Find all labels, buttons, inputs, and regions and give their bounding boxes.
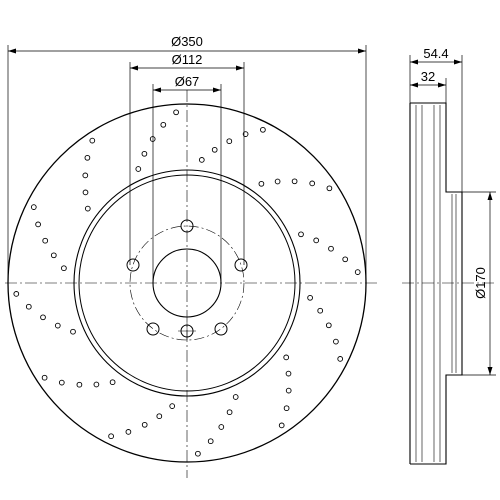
- side-dimensions: [409, 55, 496, 376]
- drill-hole: [328, 245, 334, 252]
- front-dimensions: [7, 45, 367, 283]
- bolt-hole: [126, 258, 140, 272]
- dim-67-arrow-left: [153, 87, 161, 93]
- dim-544-arrow-right: [454, 59, 462, 65]
- drill-hole: [342, 256, 349, 263]
- drill-hole: [325, 322, 332, 329]
- drill-hole: [285, 387, 292, 394]
- drill-hole: [198, 157, 205, 163]
- drill-hole: [58, 379, 65, 386]
- drill-hole: [226, 138, 233, 145]
- dim-67-arrow-right: [213, 87, 221, 93]
- drill-hole: [169, 403, 176, 409]
- bolt-circle: [129, 225, 245, 341]
- drill-hole: [274, 178, 281, 185]
- dim-label-total-height: 54.4: [423, 46, 448, 61]
- bolt-hole: [180, 219, 194, 233]
- drill-hole: [108, 433, 114, 440]
- drill-hole: [354, 269, 361, 275]
- drill-hole: [242, 131, 249, 137]
- dim-32-arrow-left: [410, 82, 418, 88]
- dim-544-arrow-left: [410, 59, 418, 65]
- drill-hole: [82, 172, 89, 179]
- drill-hole: [93, 381, 100, 388]
- drill-hole: [160, 121, 167, 128]
- drill-hole: [317, 307, 324, 314]
- drill-hole: [278, 422, 285, 429]
- drill-hole: [207, 438, 214, 445]
- drill-hole: [125, 429, 132, 435]
- bolt-hole: [214, 322, 228, 336]
- dim-label-hat-diameter: Ø170: [473, 267, 488, 299]
- drill-hole: [326, 185, 333, 192]
- drill-hole: [260, 126, 266, 133]
- drill-hole: [35, 221, 41, 228]
- drill-hole: [298, 231, 304, 238]
- drill-hole: [211, 146, 218, 153]
- drill-hole: [307, 294, 313, 301]
- drill-hole: [218, 424, 225, 430]
- drill-hole: [50, 252, 57, 259]
- drill-hole: [89, 137, 96, 144]
- drill-hole: [283, 405, 290, 412]
- dim-label-outer-diameter: Ø350: [171, 34, 203, 49]
- drill-hole: [54, 322, 61, 329]
- drill-hole: [156, 413, 163, 420]
- drill-hole: [309, 180, 316, 187]
- dim-112-arrow-right: [236, 65, 244, 71]
- drill-hole: [84, 154, 91, 161]
- drill-hole: [13, 291, 20, 297]
- bolt-hole: [234, 258, 248, 272]
- drill-hole: [226, 409, 233, 416]
- drill-hole: [337, 356, 344, 362]
- drill-hole: [30, 204, 37, 210]
- drill-hole: [84, 205, 91, 212]
- drill-hole: [25, 303, 32, 310]
- drill-hole: [70, 328, 76, 335]
- drill-hole: [232, 394, 239, 400]
- drill-hole: [109, 379, 116, 386]
- dim-label-disc-thickness: 32: [421, 69, 435, 84]
- drill-hole: [135, 166, 142, 172]
- dim-170-arrow-top: [487, 192, 493, 200]
- dim-350-arrow-left: [8, 48, 16, 54]
- drill-hole: [141, 421, 148, 428]
- dim-label-bolt-circle: Ø112: [172, 52, 203, 67]
- disc-outline: [410, 102, 463, 465]
- dim-350-arrow-right: [358, 48, 366, 54]
- drill-hole: [283, 354, 290, 361]
- drill-hole: [173, 109, 179, 116]
- drill-hole: [41, 374, 48, 381]
- hat-outer-circle: [78, 174, 296, 392]
- friction-ring-inner-circle: [73, 169, 301, 397]
- drill-hole: [333, 338, 339, 345]
- drill-hole: [141, 150, 148, 157]
- bolt-holes: [126, 219, 248, 336]
- drill-hole: [313, 237, 320, 244]
- dim-112-arrow-left: [130, 65, 138, 71]
- bolt-hole: [146, 322, 160, 336]
- drill-hole: [61, 265, 67, 272]
- drill-hole: [40, 314, 46, 321]
- drill-hole: [291, 178, 298, 185]
- dim-170-arrow-bottom: [487, 367, 493, 375]
- drill-hole: [285, 370, 292, 377]
- drill-hole: [82, 189, 89, 196]
- drill-hole: [195, 450, 201, 457]
- drill-hole: [76, 381, 83, 388]
- side-view: [402, 102, 494, 465]
- drill-hole: [42, 237, 49, 244]
- dim-32-arrow-right: [438, 82, 446, 88]
- dim-label-center-bore: Ø67: [175, 74, 200, 89]
- front-view: [5, 90, 378, 478]
- drill-hole: [258, 180, 265, 187]
